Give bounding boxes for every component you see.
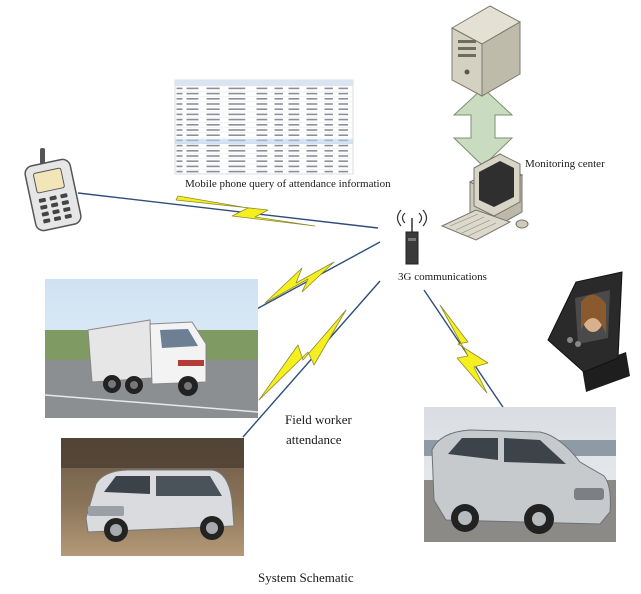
diagram-caption: System Schematic: [258, 570, 354, 585]
attendance-spreadsheet: [174, 79, 354, 175]
monitoring-center-label: Monitoring center: [525, 158, 605, 170]
face-recognition-terminal-icon: [547, 271, 630, 392]
lightning-bolt-van: [439, 304, 489, 394]
server-icon: [450, 5, 522, 97]
field-minivan-photo: [61, 438, 244, 556]
attendance-label: attendance: [286, 432, 342, 447]
lightning-bolt-phone: [175, 195, 316, 227]
lightning-bolt-truck: [264, 261, 335, 304]
communications-label: 3G communications: [398, 271, 487, 283]
silver-van-photo: [424, 407, 616, 542]
lightning-bolts: [175, 195, 489, 401]
computer-icon: [440, 153, 529, 241]
mobile-query-label: Mobile phone query of attendance informa…: [185, 178, 391, 190]
double-arrow-icon: [452, 87, 514, 167]
lightning-bolt-field: [258, 309, 347, 401]
antenna-icon: [396, 209, 428, 265]
mobile-phone-icon: [24, 148, 82, 232]
garbage-truck-photo: [44, 279, 259, 418]
field-worker-label: Field worker: [285, 412, 352, 427]
